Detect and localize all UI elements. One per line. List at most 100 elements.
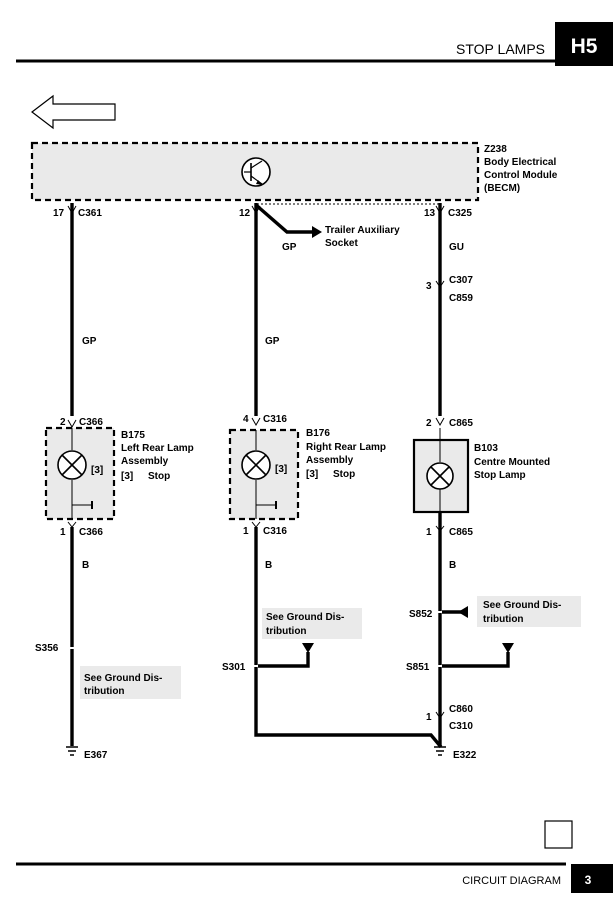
s852-arrow [458,606,468,618]
section-code: H5 [571,35,598,58]
right-lamp-bottom-connector: C865 [449,527,473,538]
left-lamp-ref-marker: [3] [91,465,103,476]
left-lamp-name-line1: Left Rear Lamp [121,443,194,454]
module-name-line3: (BECM) [484,183,520,194]
middle-lamp-id: B176 [306,428,330,439]
ground-note-left-line2: tribution [84,686,125,697]
splice-s356: S356 [35,643,59,654]
connector-c310: C310 [449,721,473,732]
middle-lamp-function: Stop [333,469,355,480]
footer-title: CIRCUIT DIAGRAM [462,875,561,887]
pin-17: 17 [53,208,65,219]
ground-note-left-box [80,666,181,699]
trailer-wire-color: GP [282,242,297,253]
ground-e367: E367 [84,750,108,761]
splice-s851: S851 [406,662,430,673]
pin-17-terminal [67,205,77,215]
left-arrow-icon [31,94,116,130]
middle-lamp-top-connector: C316 [263,414,287,425]
connector-c361: C361 [78,208,102,219]
middle-lamp-name-line2: Assembly [306,455,354,466]
left-lamp-outline [44,426,116,521]
middle-lamp-name-line1: Right Rear Lamp [306,442,386,453]
inline-connector-terminal [435,280,445,288]
module-name-line1: Body Electrical [484,157,556,168]
wire-middle-color: GP [265,336,280,347]
s301-ground-arrow [302,643,314,653]
middle-lamp-bottom-pin: 1 [243,526,249,537]
wire-left-color: GP [82,336,97,347]
pin-13-terminal [435,205,445,215]
lamp-icon [241,450,271,480]
connector-c859: C859 [449,293,473,304]
right-lamp-name-line2: Stop Lamp [474,470,526,481]
ground-icon [66,746,78,756]
module-id: Z238 [484,144,507,155]
module-name-line2: Control Module [484,170,558,181]
ground-note-right-line2: tribution [483,614,524,625]
s851-ground-arrow [502,643,514,653]
middle-lamp-top-terminal [251,417,261,427]
left-lamp-bottom-pin: 1 [60,527,66,538]
wire-right-color: GU [449,242,464,253]
left-lamp-top-connector: C366 [79,417,103,428]
connector-c860: C860 [449,704,473,715]
right-lamp-top-connector: C865 [449,418,473,429]
right-lamp-bottom-pin: 1 [426,527,432,538]
ground-note-left-line1: See Ground Dis- [84,673,162,684]
ground-e322: E322 [453,750,477,761]
bottom-connector-pin: 1 [426,712,432,723]
middle-lamp-top-pin: 4 [243,414,249,425]
right-lamp-top-terminal [435,417,445,427]
ground-note-middle-line2: tribution [266,626,307,637]
ground-icon [434,746,446,756]
wire-left-ground-color: B [82,560,89,571]
bottom-connector-terminal [435,711,445,719]
middle-lamp-bottom-terminal [251,521,261,528]
left-lamp-bottom-connector: C366 [79,527,103,538]
ground-note-right-line1: See Ground Dis- [483,600,561,611]
pin-13: 13 [424,208,436,219]
wire-middle-ground-color: B [265,560,272,571]
ground-note-middle-box [262,608,362,639]
connector-c325: C325 [448,208,472,219]
lamp-icon [57,450,87,480]
lamp-icon [426,462,454,490]
wire-s851-branch [442,652,510,668]
wire-right-ground-color: B [449,560,456,571]
inline-connector-pin: 3 [426,281,432,292]
middle-lamp-ref: [3] [306,469,318,480]
left-lamp-ref: [3] [121,471,133,482]
middle-lamp-outline [228,428,300,521]
transistor-icon [241,157,271,187]
left-lamp-name-line2: Assembly [121,456,169,467]
wire-middle-b [254,527,443,749]
left-lamp-top-pin: 2 [60,417,66,428]
left-lamp-bottom-terminal [67,521,77,528]
page-title: STOP LAMPS [456,41,545,57]
page-number: 3 [585,873,592,887]
ground-note-right-box [477,596,581,627]
section-code-badge [555,22,613,66]
wire-trailer [254,203,312,234]
page-box [544,820,573,849]
splice-s852: S852 [409,609,433,620]
trailer-arrow [312,226,322,238]
middle-lamp-bottom-connector: C316 [263,526,287,537]
left-lamp-id: B175 [121,430,145,441]
left-lamp-top-terminal [67,419,77,429]
left-lamp-function: Stop [148,471,170,482]
right-lamp-name-line1: Centre Mounted [474,457,550,468]
ground-note-middle-line1: See Ground Dis- [266,612,344,623]
right-lamp-top-pin: 2 [426,418,432,429]
splice-s301: S301 [222,662,246,673]
module-outline [30,141,480,202]
trailer-label-line1: Trailer Auxiliary [325,225,400,236]
page-number-badge [571,864,613,893]
pin-12: 12 [239,208,251,219]
wire-s301-branch [258,652,310,668]
right-lamp-id: B103 [474,443,498,454]
connector-c307: C307 [449,275,473,286]
